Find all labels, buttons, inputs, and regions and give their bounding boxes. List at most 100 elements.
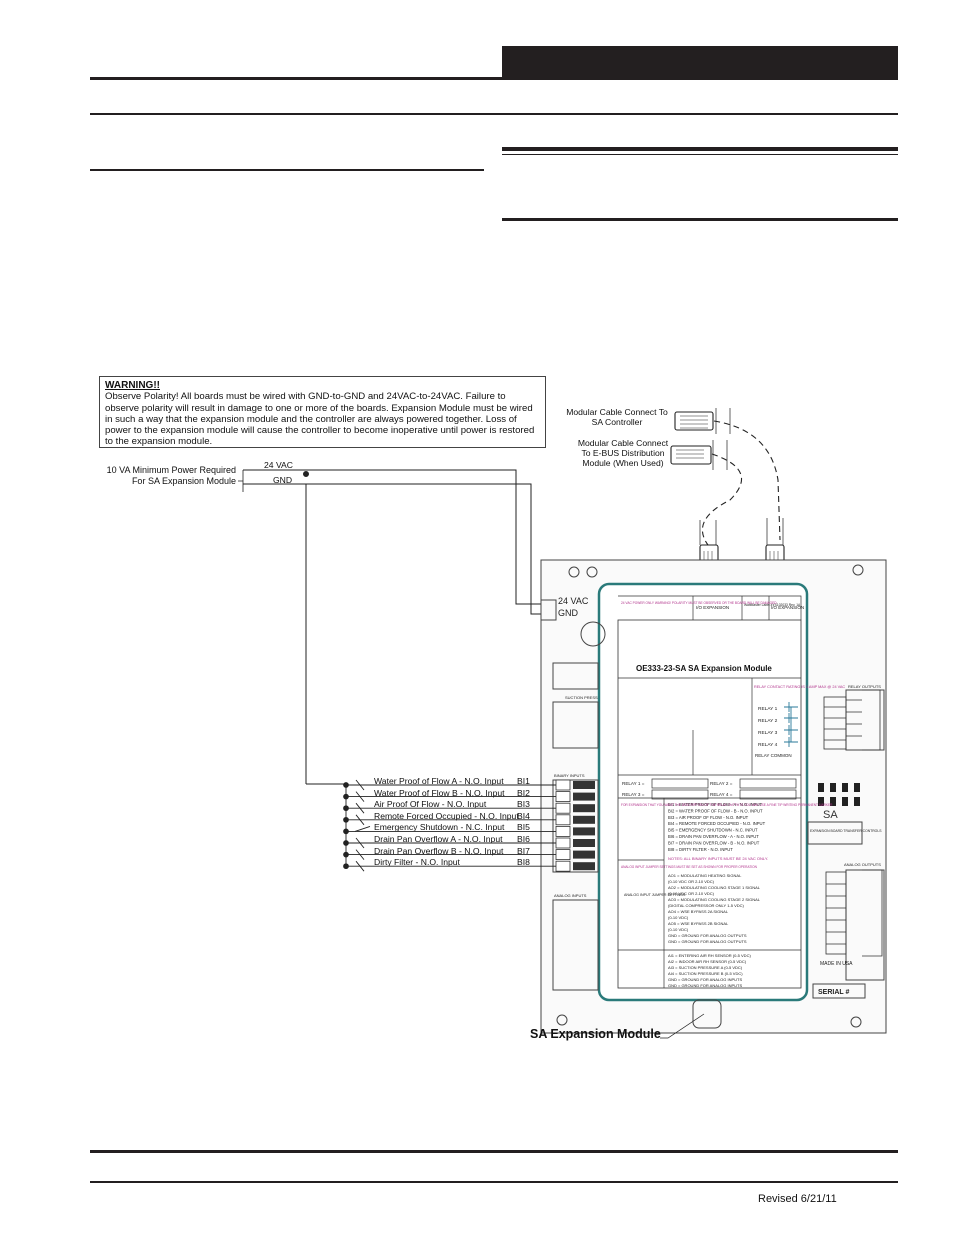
input-label: Water Proof of Flow A - N.O. Input [374,776,504,786]
bi-list-item: BI7 = DRAIN PAN OVERFLOW - B - N.O. INPU… [668,840,760,845]
bi-list-item: BI2 = WATER PROOF OF FLOW - B - N.O. INP… [668,808,763,813]
warning-heading: WARNING!! [105,380,160,391]
input-id: BI4 [517,810,530,821]
board-title: OE333-23-SA SA Expansion Module [636,664,772,673]
ao-list-item: (0-10 VDC) [668,927,689,932]
ao-list-item: (0-10 VDC) [668,915,689,920]
ao-list-item: (0-10 VDC OR 2-10 VDC) [668,879,715,884]
input-switch [355,791,365,802]
terminal-screw [555,802,571,814]
board-made-in: MADE IN USA [820,961,853,967]
bi-list-item: BI5 = EMERGENCY SHUTDOWN - N.C. INPUT [668,828,758,833]
relay-output-terminals [823,689,881,751]
input-id: BI3 [517,799,530,810]
gnd-line-label: GND [273,475,293,485]
ao-list-item: GND = GROUND FOR ANALOG OUTPUTS [668,933,747,938]
caption-leader [660,1013,705,1039]
power-bracket [238,470,244,492]
bi-list-item: BI1 = WATER PROOF OF FLOW - A - N.O. INP… [668,802,763,807]
cable-sa-controller-label: Modular Cable Connect To SA Controller [566,407,668,427]
ai-list-item: AI2 = INDOOR AIR RH SENSOR (0-5 VDC) [668,959,747,964]
section-rule [90,113,898,115]
ao-list-item: (DIGITAL COMPRESSOR ONLY 1-5 VDC) [668,903,745,908]
input-switch [355,837,365,849]
input-switch [354,825,371,832]
board-header-exp2: I/O EXPANSION [771,605,804,610]
column-rule-right-bottom [502,218,898,221]
relay-field-label: RELAY 4 = [710,792,733,797]
ai-note: ANALOG INPUT JUMPER SETTINGS MUST BE SET… [621,865,758,869]
terminal-screw [555,814,571,826]
board-gnd-label: GND [558,608,579,618]
board-analog-inputs: ANALOG INPUTS [554,893,587,898]
input-switch [355,860,365,872]
binary-input-terminal-block [555,779,595,872]
analog-output-terminals [825,869,883,957]
cable-ebus-label: Modular Cable Connect To E-BUS Distribut… [577,438,669,468]
figure-caption: SA Expansion Module [530,1027,661,1041]
bi-list-item: BI4 = REMOTE FORCED OCCUPIED - N.O. INPU… [668,821,766,826]
ai-list-item: AI1 = ENTERING AIR RH SENSOR (0-5 VDC) [668,953,751,958]
ao-list-item: AO3 = MODULATING COOLING STAGE 2 SIGNAL [668,897,761,902]
relay-rating: RELAY CONTACT RATING IS 1 AMP MAX @ 24 V… [754,685,845,689]
input-id: BI1 [517,776,530,786]
sa-badge-sub: EXPANSION BOARD TRANSFER CONTROLS [810,829,882,833]
input-switch [355,849,365,860]
power-wires [243,469,541,784]
relay-indicator-leds [818,783,860,806]
relay-field-label: RELAY 3 = [622,792,645,797]
header-rule-left [90,77,502,80]
board-binary-inputs: BINARY INPUTS [554,773,585,778]
bi-list-item: BI3 = AIR PROOF OF FLOW - N.O. INPUT [668,815,749,820]
input-label: Remote Forced Occupied - N.O. Input [374,810,519,821]
ai-list-item: GND = GROUND FOR ANALOG INPUTS [668,983,742,988]
ai-list-item: AI3 = SUCTION PRESSURE A (0-5 VDC) [668,965,743,970]
terminal-label-pad [573,839,595,847]
ao-list-item: AO1 = MODULATING HEATING SIGNAL [668,873,742,878]
footer-rule-top [90,1150,898,1153]
terminal-screw [555,779,571,791]
input-id: BI8 [517,857,530,868]
warning-box: WARNING!! Observe Polarity! All boards m… [99,376,546,448]
input-switch [355,779,365,791]
input-label: Air Proof Of Flow - N.O. Input [374,799,487,810]
input-id: BI6 [517,834,530,844]
input-label: Emergency Shutdown - N.C. Input [374,822,505,833]
ai-jumper-title: ANALOG INPUT JUMPER SETTINGS [624,893,686,897]
input-label: Dirty Filter - N.O. Input [374,857,460,868]
board-header-warning: 24 VAC POWER ONLY WARNING! POLARITY MUST… [621,601,777,605]
input-label: Water Proof of Flow B - N.O. Input [374,787,505,798]
relay-field-label: RELAY 1 = [622,781,645,786]
input-label: Drain Pan Overflow A - N.O. Input [374,834,503,844]
terminal-label-pad [573,804,595,813]
ao-list-item: AO5 = WSE BYPASS 2B SIGNAL [668,921,729,926]
input-switch [355,814,365,826]
header-block-right [502,46,898,80]
power-requirement-label: 10 VA Minimum Power Required For SA Expa… [106,465,236,486]
relay-label: RELAY 4 [758,742,778,748]
terminal-screw [555,837,571,849]
terminal-label-pad [573,850,595,859]
board-header-grid [618,595,802,988]
board-vac-label: 24 VAC [558,596,589,606]
terminal-screw [555,860,571,872]
terminal-label-pad [573,792,595,801]
bi-notes: NOTES: ALL BINARY INPUTS MUST BE 24 VAC … [668,856,768,861]
board-header-mid: WattMaster Label #YS102033 Rev. 1A [744,603,801,607]
common-bus-wire [306,783,347,867]
relay-label: RELAY 1 [758,706,778,712]
ao-list-item: GND = GROUND FOR ANALOG OUTPUTS [668,939,747,944]
board-analog-outputs: ANALOG OUTPUTS [844,862,881,867]
ai-list-item: GND = GROUND FOR ANALOG INPUTS [668,977,742,982]
terminal-screw [555,849,571,860]
column-rule-right-top [502,147,898,151]
revised-date: Revised 6/21/11 [758,1193,837,1205]
terminal-screw [555,826,571,837]
input-id: BI7 [517,845,530,856]
column-rule-right-mid [502,154,898,155]
board-suction-press: SUCTION PRESS [565,695,598,700]
board-relay-outputs: RELAY OUTPUTS [848,684,881,689]
ao-list-item: AO4 = WSE BYPASS 2A SIGNAL [668,909,729,914]
relay-field-label: RELAY 2 = [710,781,733,786]
